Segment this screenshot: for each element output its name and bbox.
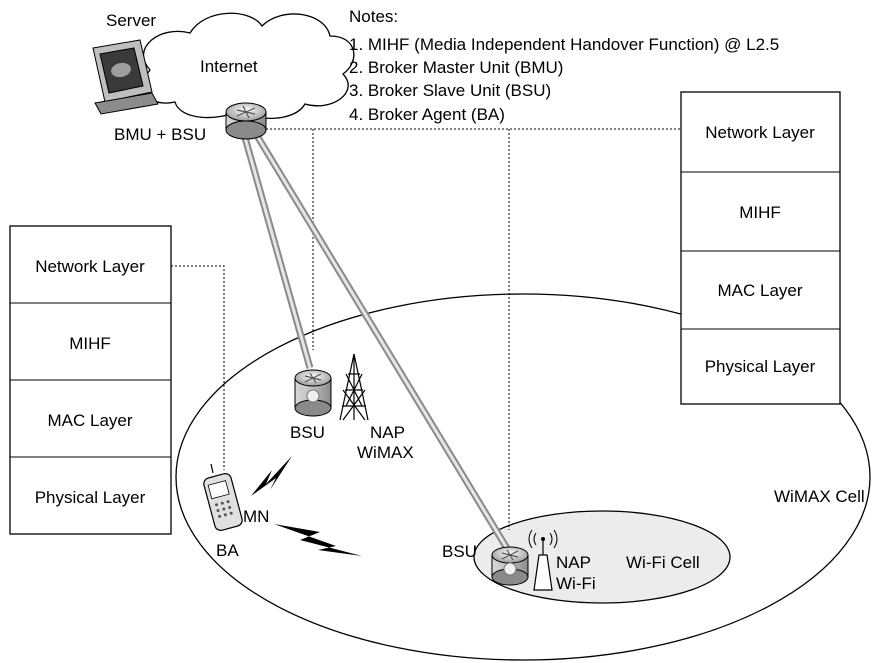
server-icon xyxy=(92,39,159,115)
bmu-bsu-label: BMU + BSU xyxy=(114,125,206,144)
left-stack-layer: MIHF xyxy=(69,334,111,353)
note-item-2: 2. Broker Master Unit (BMU) xyxy=(349,58,563,77)
note-item-4: 4. Broker Agent (BA) xyxy=(349,105,505,124)
nap-wifi-label-2: Wi-Fi xyxy=(556,574,596,593)
right-stack-layer: Network Layer xyxy=(705,123,815,142)
internet-cloud xyxy=(142,12,355,120)
wifi-bsu-label: BSU xyxy=(442,542,477,561)
left-stack-layer: Physical Layer xyxy=(35,488,146,507)
dotted-links xyxy=(171,128,681,530)
nap-wifi-label-1: NAP xyxy=(556,553,591,572)
left-stack-layer: MAC Layer xyxy=(47,411,132,430)
backhaul-links xyxy=(240,132,511,552)
right-stack-layer: MIHF xyxy=(739,203,781,222)
mn-protocol-stack: Network Layer MIHF MAC Layer Physical La… xyxy=(9,225,172,535)
wimax-bsu-label: BSU xyxy=(290,423,325,442)
mn-label: MN xyxy=(243,507,269,526)
wimax-cell-label: WiMAX Cell xyxy=(774,487,865,506)
mobile-node-icon xyxy=(203,463,243,531)
right-stack-layer: Physical Layer xyxy=(705,357,816,376)
internet-label: Internet xyxy=(200,57,258,76)
ba-label: BA xyxy=(216,541,239,560)
wifi-cell-label: Wi-Fi Cell xyxy=(626,553,700,572)
note-item-3: 3. Broker Slave Unit (BSU) xyxy=(349,81,551,100)
bmu-bsu-router-icon xyxy=(225,102,267,140)
right-stack-layer: MAC Layer xyxy=(717,281,802,300)
wireless-link-wifi-icon xyxy=(274,524,362,556)
note-item-1: 1. MIHF (Media Independent Handover Func… xyxy=(349,35,779,54)
wimax-bsu-router-icon xyxy=(294,369,332,417)
nap-wimax-label-1: NAP xyxy=(370,423,405,442)
nap-protocol-stack: Network Layer MIHF MAC Layer Physical La… xyxy=(680,91,841,405)
wimax-cell-ellipse xyxy=(175,293,871,661)
wireless-link-wimax-icon xyxy=(251,456,292,496)
wifi-bsu-router-icon xyxy=(491,546,529,586)
wifi-access-point-icon xyxy=(528,529,558,591)
left-stack-layer: Network Layer xyxy=(35,257,145,276)
nap-wimax-label-2: WiMAX xyxy=(357,443,414,462)
server-label: Server xyxy=(106,11,156,30)
notes-title: Notes: xyxy=(349,7,398,26)
wimax-tower-icon xyxy=(339,353,369,421)
